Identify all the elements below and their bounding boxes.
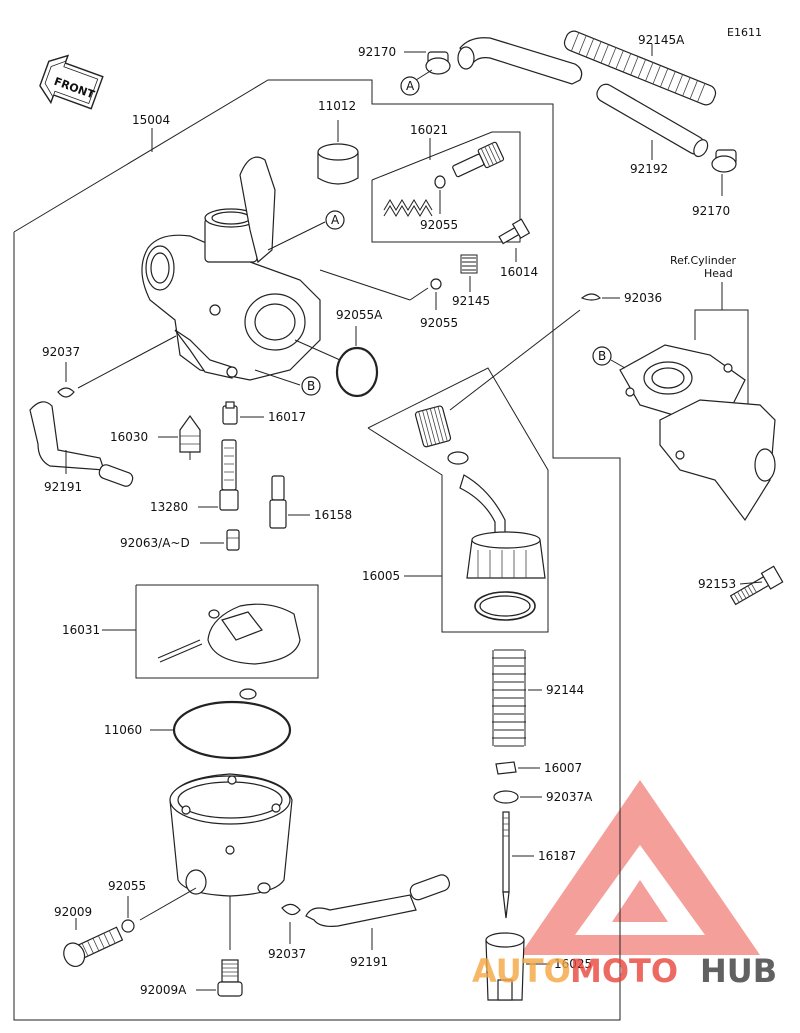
watermark-text: AUTO MOTO HUB — [472, 952, 777, 990]
part-16030-float-needle — [179, 414, 201, 460]
label-11012: 11012 — [318, 99, 356, 113]
part-16031-float — [157, 603, 301, 665]
part-16014 — [498, 218, 531, 245]
ref-label-line2: Head — [704, 267, 733, 280]
part-16005-throttle-valve — [414, 405, 546, 621]
part-float-bowl — [169, 773, 293, 897]
label-92009A: 92009A — [140, 983, 187, 997]
label-92170-top: 92170 — [358, 45, 396, 59]
part-cylinder-head-ref — [619, 344, 776, 522]
label-92063: 92063/A~D — [120, 536, 190, 550]
main-group-outline — [13, 79, 621, 1021]
label-16007: 16007 — [544, 761, 582, 775]
part-92191-low-hose — [305, 874, 451, 927]
part-13280-needle-jet — [219, 439, 239, 511]
watermark-triangle-core — [612, 880, 668, 922]
label-16031: 16031 — [62, 623, 100, 637]
part-92145A-spring-hose — [563, 30, 717, 106]
part-92153-bolt — [729, 565, 784, 606]
part-screw-16021 — [452, 141, 505, 178]
part-92145-spring — [460, 254, 478, 274]
diagram-code: E1611 — [727, 26, 762, 39]
part-92009-screw — [63, 926, 124, 967]
label-92145A: 92145A — [638, 33, 685, 47]
watermark-text-auto: AUTO — [472, 952, 571, 990]
label-92037-low: 92037 — [268, 947, 306, 961]
label-92191-low: 92191 — [350, 955, 388, 969]
part-92192-hose — [596, 83, 709, 158]
part-92144-spring — [492, 649, 526, 747]
label-92153: 92153 — [698, 577, 736, 591]
label-92037A: 92037A — [546, 790, 593, 804]
label-92145: 92145 — [452, 294, 490, 308]
label-16187: 16187 — [538, 849, 576, 863]
label-92055A: 92055A — [336, 308, 383, 322]
part-16007 — [495, 761, 517, 775]
label-92009: 92009 — [54, 905, 92, 919]
part-92170-right-clamp — [711, 149, 737, 173]
label-92055-low: 92055 — [108, 879, 146, 893]
part-92037A-clip — [493, 790, 519, 804]
callout-a-2: A — [406, 79, 415, 93]
watermark-logo — [520, 780, 760, 955]
group-16031-outline — [135, 584, 319, 679]
label-13280: 13280 — [150, 500, 188, 514]
part-16158-pilot-jet — [269, 475, 287, 529]
part-92063-main-jet — [226, 529, 240, 551]
callout-b-1: B — [307, 379, 315, 393]
carburetor-body — [141, 156, 321, 381]
part-11060-gasket — [172, 688, 292, 760]
part-16187-jet-needle — [502, 811, 510, 919]
label-16014: 16014 — [500, 265, 538, 279]
label-92055-upper: 92055 — [420, 218, 458, 232]
watermark-text-hub: HUB — [700, 952, 777, 990]
label-92170-right: 92170 — [692, 204, 730, 218]
label-16017: 16017 — [268, 410, 306, 424]
callout-a-1: A — [331, 213, 340, 227]
label-16005: 16005 — [362, 569, 400, 583]
part-92009A-screw — [217, 959, 243, 997]
label-15004: 15004 — [132, 113, 170, 127]
watermark-text-moto: MOTO — [570, 952, 678, 990]
label-16158: 16158 — [314, 508, 352, 522]
label-92036: 92036 — [624, 291, 662, 305]
front-arrow-icon — [39, 54, 104, 110]
label-92144: 92144 — [546, 683, 584, 697]
label-16025: 16025 — [554, 957, 592, 971]
label-92037-left: 92037 — [42, 345, 80, 359]
part-spring-16021 — [383, 199, 433, 217]
part-16017 — [222, 401, 238, 425]
part-16025 — [485, 932, 525, 1001]
label-92191-left: 92191 — [44, 480, 82, 494]
callout-b-2: B — [598, 349, 606, 363]
part-92191-left-hose — [29, 401, 134, 487]
label-16030: 16030 — [110, 430, 148, 444]
group-16021-outline — [371, 131, 521, 243]
ref-label-line1: Ref.Cylinder — [670, 254, 737, 267]
part-11012-cap — [317, 143, 359, 185]
label-16021: 16021 — [410, 123, 448, 137]
part-92170-top-clamp — [425, 51, 451, 75]
label-92055-mid: 92055 — [420, 316, 458, 330]
label-11060: 11060 — [104, 723, 142, 737]
label-92192: 92192 — [630, 162, 668, 176]
group-16005-outline — [367, 367, 549, 633]
